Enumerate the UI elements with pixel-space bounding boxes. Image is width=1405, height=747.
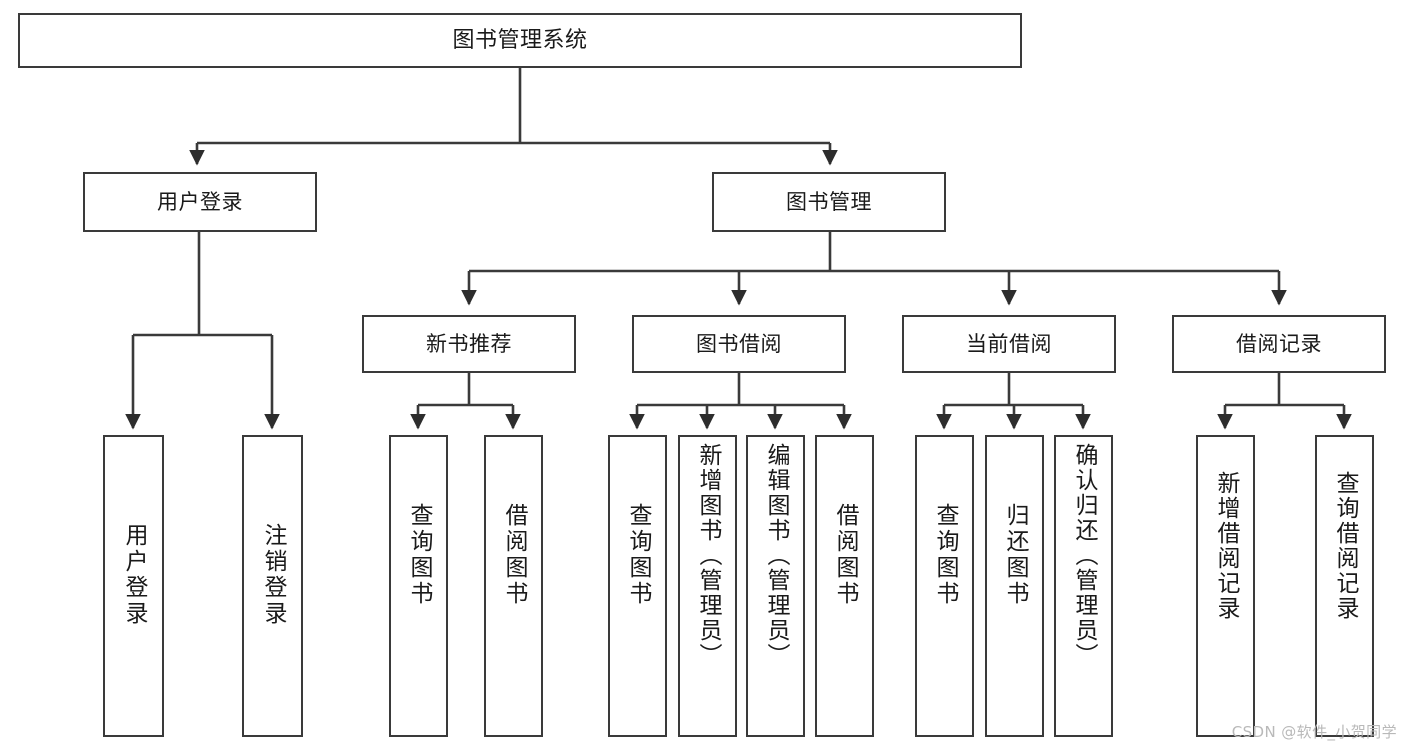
node-label: 用户登录 (121, 523, 147, 627)
node-leaf-query-book-1[interactable]: 查询图书 (389, 435, 448, 737)
node-current-borrow[interactable]: 当前借阅 (902, 315, 1116, 373)
node-leaf-borrow-book-2[interactable]: 借阅图书 (815, 435, 874, 737)
node-leaf-add-book[interactable]: 新增图书（管理员） (678, 435, 737, 737)
node-label: 查询图书 (932, 503, 958, 607)
node-leaf-borrow-book-1[interactable]: 借阅图书 (484, 435, 543, 737)
node-label: 新书推荐 (426, 331, 512, 356)
node-label: 归还图书 (1002, 503, 1028, 607)
node-leaf-add-record[interactable]: 新增借阅记录 (1196, 435, 1255, 737)
node-label: 借阅图书 (832, 503, 858, 607)
node-label: 图书借阅 (696, 331, 782, 356)
node-user-login[interactable]: 用户登录 (83, 172, 317, 232)
node-leaf-edit-book[interactable]: 编辑图书（管理员） (746, 435, 805, 737)
node-label: 新增借阅记录 (1213, 471, 1239, 621)
node-label: 借阅图书 (501, 503, 527, 607)
node-label: 用户登录 (157, 189, 243, 214)
node-label: 查询借阅记录 (1332, 471, 1358, 621)
node-leaf-user-login[interactable]: 用户登录 (103, 435, 164, 737)
node-label: 图书管理系统 (452, 27, 588, 53)
node-leaf-confirm-return[interactable]: 确认归还（管理员） (1054, 435, 1113, 737)
node-new-book-recommend[interactable]: 新书推荐 (362, 315, 576, 373)
node-label: 查询图书 (625, 503, 651, 607)
node-leaf-query-record[interactable]: 查询借阅记录 (1315, 435, 1374, 737)
node-label: 借阅记录 (1236, 331, 1322, 356)
node-label: 当前借阅 (966, 331, 1052, 356)
node-book-borrow[interactable]: 图书借阅 (632, 315, 846, 373)
node-leaf-query-book-3[interactable]: 查询图书 (915, 435, 974, 737)
node-book-management-system[interactable]: 图书管理系统 (18, 13, 1022, 68)
node-label: 查询图书 (406, 503, 432, 607)
node-label: 注销登录 (260, 523, 286, 627)
node-leaf-return-book[interactable]: 归还图书 (985, 435, 1044, 737)
node-leaf-user-logout[interactable]: 注销登录 (242, 435, 303, 737)
node-borrow-record[interactable]: 借阅记录 (1172, 315, 1386, 373)
node-label: 确认归还（管理员） (1071, 443, 1097, 668)
node-leaf-query-book-2[interactable]: 查询图书 (608, 435, 667, 737)
watermark-text: CSDN @软件_小贺同学 (1231, 723, 1397, 741)
node-label: 编辑图书（管理员） (763, 443, 789, 668)
node-label: 图书管理 (786, 189, 872, 214)
node-book-manage[interactable]: 图书管理 (712, 172, 946, 232)
node-label: 新增图书（管理员） (695, 443, 721, 668)
